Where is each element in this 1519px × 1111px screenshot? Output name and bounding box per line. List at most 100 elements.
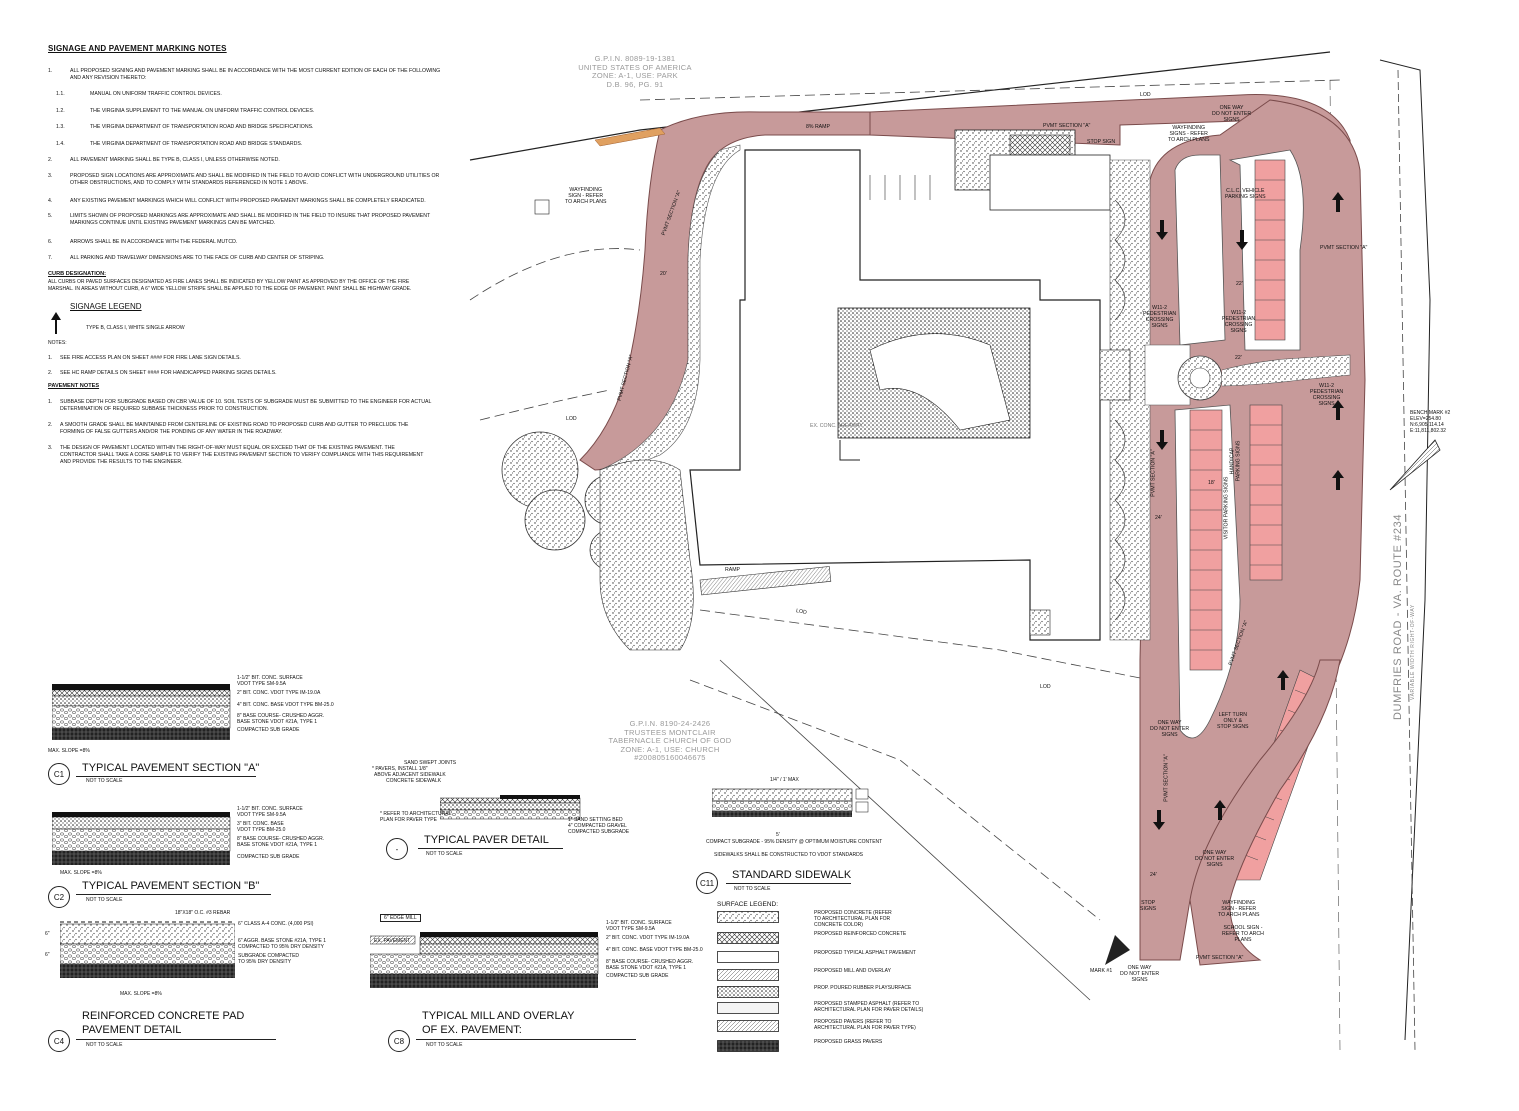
c8-ex-pavement: EX. PAVEMENT [374,938,411,944]
legend-swatch [717,986,779,998]
c1-detail-tag: C1 [48,763,70,785]
c4-nts: NOT TO SCALE [86,1042,123,1048]
c8-edge-mill: 6" EDGE MILL [380,914,421,922]
arrow-up-icon [51,312,61,334]
parking-west-row [1189,409,1223,671]
c2-detail-tag: C2 [48,886,70,908]
road-name: DUMFRIES ROAD - VA. ROUTE #234 [1392,513,1404,720]
c1-slope: MAX. SLOPE =8% [48,748,90,754]
pvmt-a-label-mid: PVMT SECTION "A" [1150,449,1157,497]
ramp-label: 8% RAMP [806,124,830,130]
detail-c2-section [52,812,231,865]
paver-left-labels: SAND SWEPT JOINTS* PAVERS, INSTALL 1/8"A… [372,760,457,784]
detail-c1-section [52,684,231,740]
c4-slope: MAX. SLOPE =8% [120,991,162,997]
pvmt-a-label-bottom: PVMT SECTION "A" [1196,955,1244,961]
courtyard-arc [869,333,1011,431]
pvmt-a-label-north: PVMT SECTION "A" [1043,123,1091,129]
c1-title: TYPICAL PAVEMENT SECTION "A" [82,762,260,774]
c4-title-2: PAVEMENT DETAIL [82,1024,182,1036]
c11-detail-tag: C11 [696,872,718,894]
detail-c11-section [712,788,869,817]
dim-20: 20' [660,271,667,277]
detail-paver-section [440,795,581,820]
pvmt-a-label-southwest: PVMT SECTION "A" [1163,754,1170,802]
curb-designation-title: CURB DESIGNATION: [48,271,107,277]
c8-nts: NOT TO SCALE [426,1042,463,1048]
surface-legend-title: SURFACE LEGEND: [717,901,779,908]
legend-label: PROP. POURED RUBBER PLAYSURFACE [814,985,912,991]
c4-dim-2: 6" [45,952,50,958]
dim-24-b: 24' [1150,872,1157,878]
ramp-label-south: RAMP [725,567,740,573]
parking-north [1254,159,1286,341]
row-line-east [1379,59,1431,1041]
notes-title: SIGNAGE AND PAVEMENT MARKING NOTES [48,44,227,53]
property-line-south [719,659,1091,1001]
curb-text-2: MARSHAL. IN AREAS WITHOUT CURB, A 6" WID… [48,286,412,292]
stop-sign-label: STOP SIGN [1087,139,1116,145]
lod-line [469,79,1341,921]
detail-c4-section [60,921,235,978]
dim-22-b: 22' [1235,355,1242,361]
c1-nts: NOT TO SCALE [86,778,123,784]
legend-swatch [717,932,779,944]
lod-label-3: LOD [566,416,577,422]
detail-c8-section [370,932,599,988]
c4-detail-tag: C4 [48,1030,70,1052]
legend-swatch [717,1002,779,1014]
areaway-label: EX. CONC. AREAWAY [810,423,863,429]
road-edge [1397,69,1416,1051]
pvmt-a-label-east: PVMT SECTION "A" [1320,245,1368,251]
c11-title: STANDARD SIDEWALK [732,869,852,881]
property-line-top [469,51,1331,161]
c11-note-2: SIDEWALKS SHALL BE CONSTRUCTED TO VDOT S… [714,852,864,858]
signage-legend-title: SIGNAGE LEGEND [70,302,142,311]
c4-rebar: 18"X18" O.C. #3 REBAR [175,910,231,916]
c8-title-1: TYPICAL MILL AND OVERLAY [422,1010,575,1022]
c11-note-1: COMPACT SUBGRADE - 95% DENSITY @ OPTIMUM… [706,839,883,845]
legend-label: PROPOSED REINFORCED CONCRETE [814,931,907,937]
benchmark-marker [1389,439,1441,491]
c2-title: TYPICAL PAVEMENT SECTION "B" [82,880,260,892]
legend-swatch [717,911,779,923]
c11-nts: NOT TO SCALE [734,886,771,892]
dim-22: 22' [1236,281,1243,287]
southeast-drive [1189,659,1341,966]
dim-24: 24' [1155,515,1162,521]
c11-top: 1/4" / 1' MAX [770,777,799,783]
pavement-arrows [1153,192,1344,830]
dim-18: 18' [1208,480,1215,486]
c2-slope: MAX. SLOPE =8% [60,870,102,876]
legend-swatch [717,1040,779,1052]
paver-nts: NOT TO SCALE [426,851,463,857]
legend-arrow-label: TYPE B, CLASS I, WHITE SINGLE ARROW [86,325,185,331]
curb-text-1: ALL CURBS OR PAVED SURFACES DESIGNATED A… [48,279,410,285]
legend-label: PROPOSED MILL AND OVERLAY [814,968,891,974]
tree-2 [524,489,586,551]
notes-label: NOTES: [48,340,67,346]
legend-swatch [717,969,779,981]
pavement-notes-title: PAVEMENT NOTES [48,383,100,389]
road-row: VARIABLE WIDTH RIGHT-OF-WAY [1410,604,1416,700]
c4-layers: 6" CLASS A-4 CONC. (4,000 PSI)6" AGGR. B… [238,921,327,965]
